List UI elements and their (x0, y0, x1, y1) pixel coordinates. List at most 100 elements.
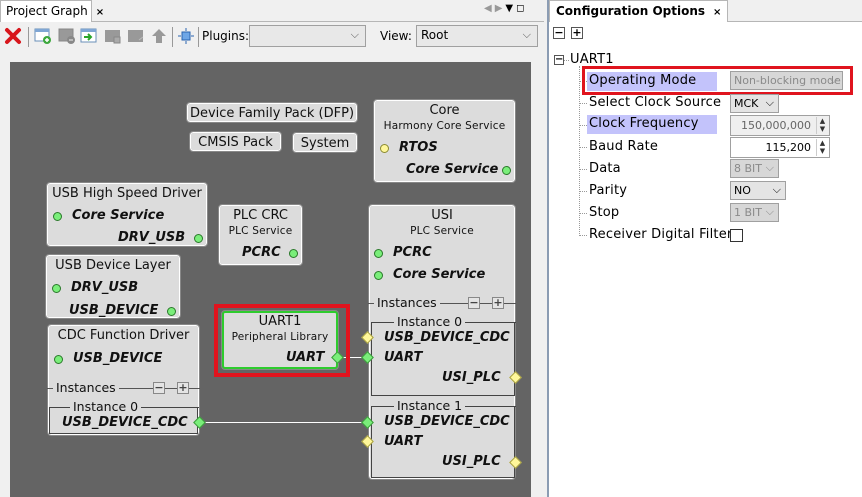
scroll-right-icon[interactable]: ▶ (494, 3, 506, 14)
add-component-icon[interactable] (34, 27, 52, 45)
component-disabled-icon[interactable] (104, 27, 122, 45)
port-label: DRV_USB (71, 280, 139, 295)
add-instance-button[interactable]: + (177, 381, 189, 394)
view-dropdown[interactable]: Root ⌵ (416, 25, 538, 47)
usb-device-port-icon[interactable] (54, 355, 63, 364)
cdc-instance-0[interactable]: Instance 0 USB_DEVICE_CDC (49, 399, 199, 434)
import-icon[interactable] (80, 27, 98, 45)
remove-instance-button[interactable]: − (153, 381, 165, 394)
move-up-icon[interactable] (150, 27, 168, 45)
pcrc-port-icon[interactable] (289, 249, 298, 258)
port-label: Core Service (393, 267, 486, 282)
delete-icon[interactable] (4, 27, 22, 45)
close-tab-icon[interactable]: × (713, 7, 722, 18)
core-service-port-icon[interactable] (374, 271, 383, 280)
instances-label: Instances (374, 295, 440, 310)
stop-bits-value: 1 BIT (734, 206, 763, 219)
tree-line (564, 60, 569, 61)
add-instance-button[interactable]: + (492, 296, 504, 309)
node-subtitle: PLC Service (228, 225, 293, 237)
tree-line (579, 66, 580, 236)
usi-instance-1[interactable]: Instance 1 USB_DEVICE_CDC UART USI_PLC (371, 398, 516, 478)
plc-crc-node[interactable]: PLC CRC PLC Service PCRC (218, 204, 303, 266)
tab-configuration-options[interactable]: Configuration Options× (549, 0, 729, 22)
clock-frequency-spinner[interactable]: 150,000,000 ▲▼ (730, 115, 830, 136)
maximize-icon[interactable]: ◻ (516, 3, 528, 14)
system-button[interactable]: System (292, 132, 358, 153)
expand-all-button[interactable]: + (571, 26, 583, 39)
chevron-down-icon: ⌵ (772, 183, 781, 196)
instance-title: Instance 0 (394, 314, 466, 329)
collapse-all-button[interactable]: − (553, 26, 565, 39)
export-disabled-icon[interactable] (127, 27, 145, 45)
chevron-down-icon: ⌵ (765, 161, 774, 174)
remove-component-icon[interactable] (58, 27, 76, 45)
usb-device-layer-node[interactable]: USB Device Layer DRV_USB USB_DEVICE (45, 254, 181, 319)
chevron-down-icon: ⌵ (350, 28, 359, 41)
usi-node[interactable]: USI PLC Service PCRC Core Service Instan… (368, 204, 516, 480)
toolbar-separator (172, 27, 173, 47)
uart1-collapse-toggle[interactable]: − (554, 54, 564, 65)
view-value: Root (421, 28, 449, 42)
connection-usb-device-cdc (202, 422, 368, 423)
stop-bits-select[interactable]: 1 BIT⌵ (730, 203, 779, 222)
core-node[interactable]: Core Harmony Core Service RTOS Core Serv… (373, 99, 516, 183)
port-label: UART (384, 350, 423, 365)
parity-value: NO (734, 184, 751, 197)
spinner-arrows-icon[interactable]: ▲▼ (816, 139, 828, 156)
node-title: USI (431, 208, 453, 223)
usi-instance-0[interactable]: Instance 0 USB_DEVICE_CDC UART USI_PLC (371, 314, 516, 396)
node-title: PLC CRC (233, 208, 288, 223)
port-label: Core Service (72, 208, 165, 223)
usb-device-port-icon[interactable] (167, 307, 176, 316)
chevron-down-icon: ⌵ (522, 28, 531, 41)
close-tab-icon[interactable]: × (95, 7, 105, 18)
port-label: USI_PLC (442, 370, 501, 385)
tree-line (579, 169, 587, 170)
operating-mode-highlight-box (582, 66, 853, 95)
scroll-left-icon[interactable]: ◀ (484, 3, 495, 14)
port-label: UART (286, 350, 325, 365)
operating-mode-value: Non-blocking mode (734, 74, 841, 87)
parity-select[interactable]: NO ⌵ (730, 181, 786, 200)
instance-title: Instance 1 (394, 398, 466, 413)
instances-label: Instances (53, 380, 119, 395)
baud-rate-spinner[interactable]: 115,200 ▲▼ (730, 137, 830, 158)
drv-usb-port-icon[interactable] (52, 284, 61, 293)
node-title: USB High Speed Driver (52, 186, 202, 201)
receiver-digital-filter-checkbox[interactable] (730, 229, 743, 242)
tab-menu-icon[interactable]: ▼ (505, 3, 517, 14)
pcrc-port-icon[interactable] (374, 249, 383, 258)
tree-line (579, 103, 587, 104)
fit-view-icon[interactable] (177, 27, 195, 45)
port-label: USB_DEVICE (69, 303, 159, 318)
baud-rate-label: Baud Rate (589, 139, 659, 154)
plugins-dropdown[interactable]: ⌵ (249, 25, 366, 47)
dfp-button[interactable]: Device Family Pack (DFP) (186, 102, 358, 123)
data-bits-select[interactable]: 8 BIT⌵ (730, 159, 779, 178)
drv-usb-port-icon[interactable] (194, 234, 203, 243)
uart1-node[interactable]: UART1 Peripheral Library UART (221, 310, 339, 370)
cdc-function-driver-node[interactable]: CDC Function Driver USB_DEVICE Instances… (47, 324, 200, 436)
clock-source-select[interactable]: MCK⌵ (730, 94, 779, 113)
core-service-port-icon[interactable] (53, 212, 62, 221)
rtos-port-icon[interactable] (380, 144, 389, 153)
tree-root-uart1[interactable]: UART1 (570, 52, 614, 67)
port-label: USI_PLC (442, 454, 501, 469)
tree-line (579, 147, 587, 148)
toolbar-separator (28, 27, 29, 47)
remove-instance-button[interactable]: − (468, 296, 480, 309)
instance-title: Instance 0 (70, 399, 142, 414)
port-label: Core Service (406, 162, 499, 177)
node-subtitle: Peripheral Library (231, 331, 329, 343)
uart1-highlight-box (214, 304, 350, 377)
usb-high-speed-driver-node[interactable]: USB High Speed Driver Core Service DRV_U… (46, 182, 208, 247)
core-service-port-icon[interactable] (502, 166, 511, 175)
select-clock-source-label: Select Clock Source (589, 95, 722, 110)
toolbar: Plugins: ⌵ View: Root ⌵ (0, 24, 544, 48)
operating-mode-select[interactable]: Non-blocking mode⌵ (730, 71, 843, 90)
toolbar-separator (198, 27, 199, 47)
spinner-arrows-icon[interactable]: ▲▼ (816, 117, 828, 134)
tab-project-graph[interactable]: Project Graph× (0, 0, 104, 22)
cmsis-pack-button[interactable]: CMSIS Pack (189, 131, 282, 152)
